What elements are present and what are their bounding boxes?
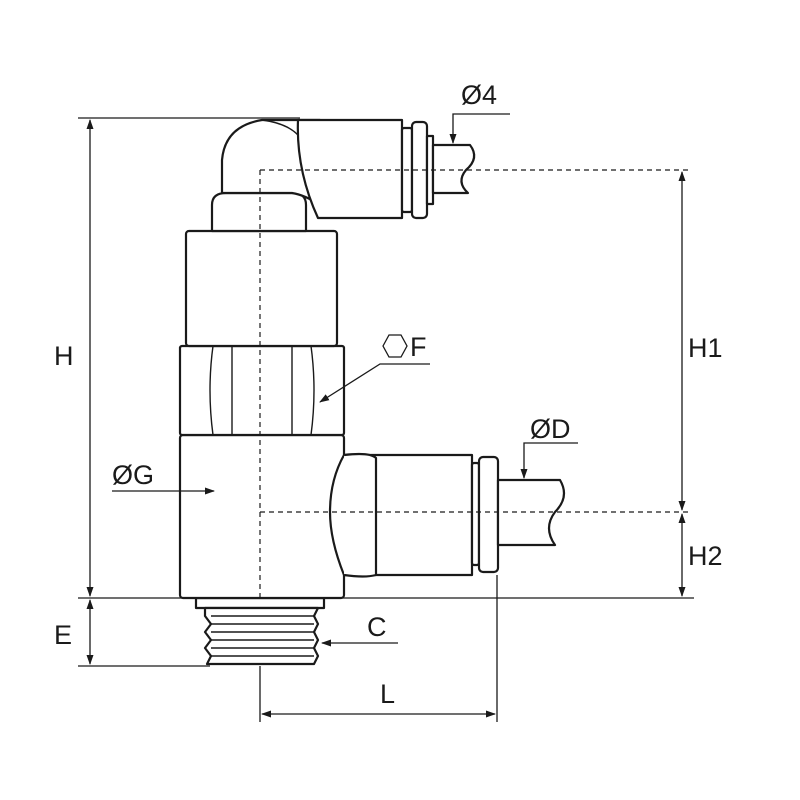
side-push-in-connector <box>328 452 500 578</box>
label-D: ØD <box>530 414 571 444</box>
dimension-L: L <box>261 679 496 718</box>
threaded-stem <box>194 596 326 666</box>
label-G: ØG <box>112 460 154 490</box>
label-F: F <box>410 332 427 362</box>
label-E: E <box>54 620 72 650</box>
dimension-H: H <box>54 119 94 597</box>
label-H2: H2 <box>688 541 723 571</box>
upper-body <box>184 229 339 348</box>
swivel-collar <box>210 191 308 233</box>
dimension-E: E <box>54 599 94 665</box>
label-C: C <box>367 612 387 642</box>
elbow <box>220 118 322 207</box>
dimension-H2: H2 <box>678 513 723 597</box>
fitting-body <box>178 118 566 666</box>
hexagon-icon <box>382 334 408 358</box>
dimension-H1: H1 <box>678 171 723 511</box>
callout-d4: Ø4 <box>449 80 510 144</box>
callout-D: ØD <box>520 414 578 479</box>
tube-4mm <box>431 143 476 195</box>
label-H1: H1 <box>688 333 723 363</box>
top-push-in-connector <box>296 118 435 220</box>
hex-nut <box>178 344 346 437</box>
callout-G: ØG <box>112 460 215 495</box>
callout-F: F <box>319 332 430 403</box>
extension-lines <box>78 117 694 722</box>
label-d4: Ø4 <box>461 80 497 110</box>
lower-body <box>178 433 346 600</box>
label-L: L <box>380 679 395 709</box>
label-H: H <box>54 341 74 371</box>
callout-C: C <box>321 612 398 647</box>
